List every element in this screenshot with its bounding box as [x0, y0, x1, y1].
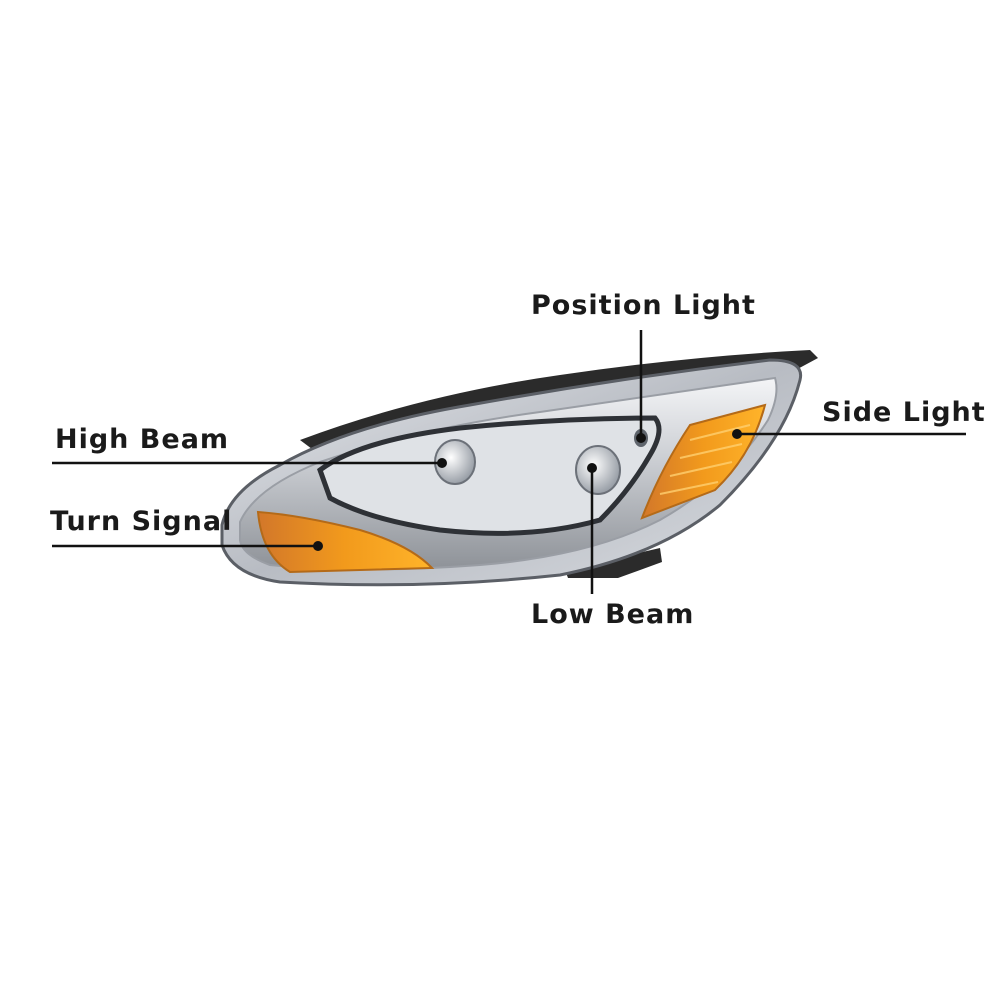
callout-position-light: Position Light [531, 290, 756, 321]
leader-dots [313, 429, 742, 551]
dot-side-light [732, 429, 742, 439]
dot-position-light [636, 433, 646, 443]
reflector-cavity [317, 415, 662, 536]
dot-low-beam [587, 463, 597, 473]
side-light-ribs [659, 424, 751, 495]
callout-low-beam: Low Beam [531, 599, 695, 630]
lower-bracket [565, 548, 662, 578]
callout-side-light: Side Light [822, 397, 986, 428]
low-beam-bulb [575, 445, 621, 495]
turn-signal-lens [256, 510, 435, 574]
dot-high-beam [437, 458, 447, 468]
callout-turn-signal: Turn Signal [50, 506, 233, 537]
leader-lines [52, 330, 966, 594]
callout-high-beam: High Beam [55, 424, 230, 455]
dot-turn-signal [313, 541, 323, 551]
